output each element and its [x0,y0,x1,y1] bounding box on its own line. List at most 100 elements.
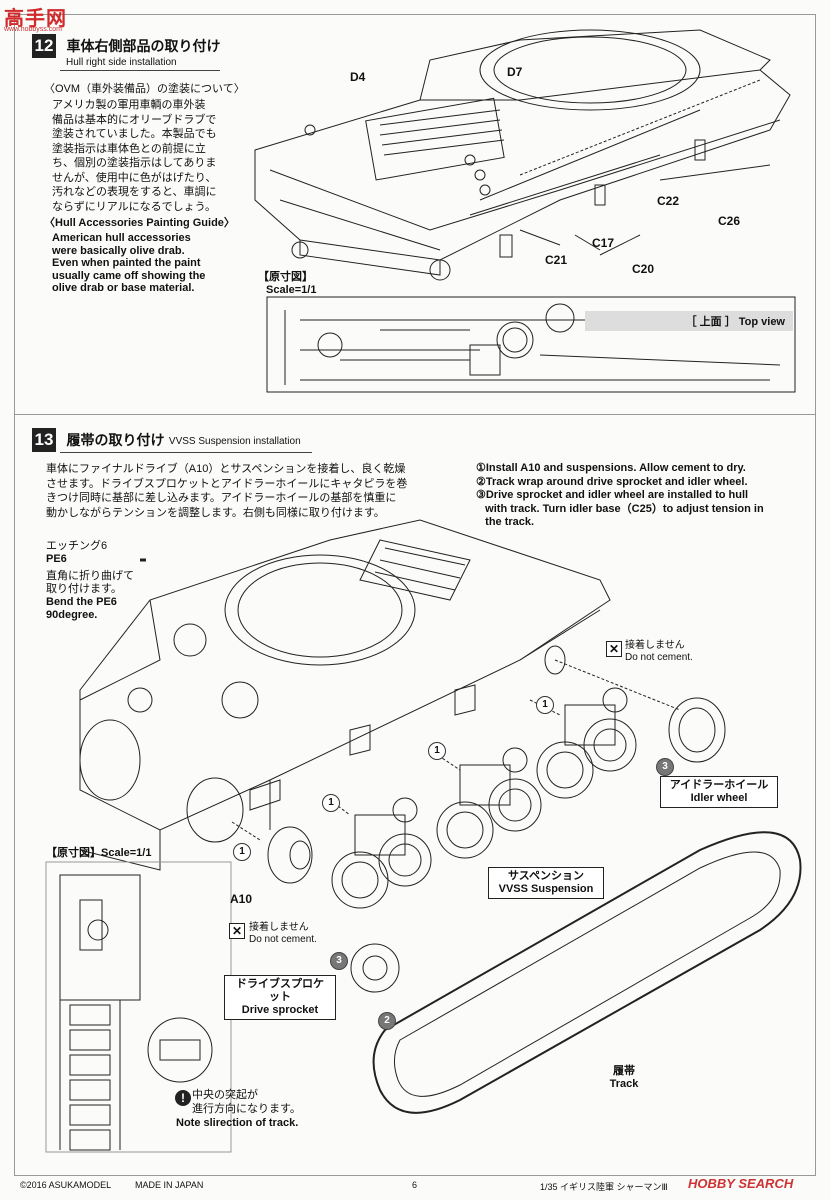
etch-line: PE6 [46,553,67,565]
guide-line: were basically olive drab. [52,244,185,257]
step-12-header: 12 車体右側部品の取り付け [32,34,220,60]
step-12-number: 12 [32,34,56,58]
jp-instruction-line: きつけ同時に基部に差し込みます。アイドラーホイールの基部を慎重に [46,492,397,504]
part-label-c17: C17 [592,236,615,250]
part-label-d4: D4 [350,70,366,84]
idler-jp: アイドラーホイール [669,779,769,791]
etch-line: 取り付けます。 [46,583,122,595]
step-12-title: 車体右側部品の取り付け [66,38,221,54]
guide-line: usually came off showing the [52,269,206,282]
footer-kit-title: 1/35 イギリス陸軍 シャーマンⅢ [540,1182,668,1192]
no-cement-note-idler: 接着しません Do not cement. [625,640,693,664]
etch-note: エッチング6 PE6 直角に折り曲げて 取り付けます。 Bend the PE6… [46,540,134,622]
step-12-subtitle: Hull right side installation [66,57,177,68]
ovm-line: 塗装指示は車体色との前提に立 [52,142,206,155]
sprocket-en: Drive sprocket [241,1004,319,1016]
scale-label-step13: 【原寸図】Scale=1/1 [46,847,152,859]
part-label-c22: C22 [657,194,680,208]
step-num-marker: 2 [378,1012,396,1030]
scale-label-jp: 【原寸図】 [258,271,313,283]
note-line: Note slirection of track. [176,1117,299,1129]
track-jp: 履帯 [613,1065,635,1077]
ovm-line: ち、個別の塗装指示はしてありま [52,157,217,169]
ovm-line: 汚れなどの表現をすると、車調に [52,186,217,198]
hull-right-side-drawing [254,29,796,393]
guide-line: American hull accessories [52,232,191,244]
scale-label-en: Scale=1/1 [266,284,317,296]
guide-line: Even when painted the paint [52,257,201,269]
en-instruction-line: ③Drive sprocket and idler wheel are inst… [476,489,749,501]
step-13-subtitle: VVSS Suspension installation [168,436,301,448]
step-13-title: 履帯の取り付け [66,432,165,448]
no-cement-mark-icon: ✕ [229,923,245,939]
ovm-line: ならずにリアルになるでしょう。 [52,200,217,213]
track-direction-note: 中央の突起が 進行方向になります。 Note slirection of tra… [176,1088,301,1130]
top-view-tag: ［ 上面 ］ Top view [585,311,793,331]
part-label-c26: C26 [718,214,741,228]
no-cement-en: Do not cement. [249,934,317,945]
ovm-line: せんが、使用中に色がはげたり、 [52,171,217,184]
en-instruction-line: ②Track wrap around drive sprocket and id… [476,475,748,488]
ovm-body: アメリカ製の軍用車輌の車外装 備品は基本的にオリーブドラブで 塗装されていました… [52,98,217,214]
step-num-marker: 3 [330,952,348,970]
suspension-jp: サスペンション [507,870,584,882]
no-cement-jp: 接着しません [625,640,685,651]
step-13-underline [60,452,312,453]
ovm-line: 備品は基本的にオリーブドラブで [52,113,217,126]
ovm-heading: 〈OVM（車外装備品）の塗装について〉 [44,83,245,95]
part-label-c21: C21 [545,253,568,267]
no-cement-en: Do not cement. [625,652,693,663]
section-divider [14,414,816,415]
guide-line: olive drab or base material. [52,282,195,294]
step-12-underline [60,70,220,71]
step-13-header: 13 履帯の取り付け VVSS Suspension installation [32,428,301,454]
sprocket-jp: ドライブスプロケット [236,978,324,1003]
jp-instruction-line: 動かしながらテンションを調整します。右側も同様に取り付けます。 [46,506,385,519]
footer-made-in: MADE IN JAPAN [135,1180,204,1190]
footer-page-number: 6 [412,1180,418,1190]
step-num-marker: 1 [322,794,340,812]
step-13-en-instructions: ①Install A10 and suspensions. Allow ceme… [476,462,764,530]
en-instruction-line: with track. Turn idler base（C25）to adjus… [476,502,764,515]
footer-copyright: ©2016 ASUKAMODEL [20,1180,112,1190]
track-en: Track [609,1078,639,1090]
step-num-marker: 3 [656,758,674,776]
note-line: 進行方向になります。 [192,1103,301,1115]
en-instruction-line: the track. [476,516,535,528]
page-frame [14,14,816,1176]
jp-instruction-line: 車体にファイナルドライブ（A10）とサスペンションを接着し、良く乾燥 [46,463,406,475]
suspension-en: VVSS Suspension [498,883,594,895]
part-label-d7: D7 [507,65,523,79]
step-num-marker: 1 [536,696,554,714]
ovm-line: 塗装されていました。本製品でも [52,128,217,140]
vvss-suspension-label: サスペンション VVSS Suspension [488,867,604,899]
track-label: 履帯 Track [598,1063,650,1093]
warning-icon: ! [175,1090,191,1106]
no-cement-mark-icon: ✕ [606,641,622,657]
idler-en: Idler wheel [690,792,748,804]
site-logo: 高手网 [4,8,67,30]
step-13-number: 13 [32,428,56,452]
step-num-marker: 1 [233,843,251,861]
jp-instruction-line: させます。ドライブスプロケットとアイドラーホイールにキャタピラを巻 [46,477,408,490]
part-label-a10: A10 [230,892,253,906]
note-line: 中央の突起が [192,1089,258,1101]
no-cement-note-a10: 接着しません Do not cement. [249,922,317,946]
ovm-line: アメリカ製の軍用車輌の車外装 [52,99,206,111]
en-instruction-line: ①Install A10 and suspensions. Allow ceme… [476,462,746,474]
watermark: HOBBY SEARCH [688,1176,794,1191]
idler-wheel-label: アイドラーホイール Idler wheel [660,776,778,808]
etch-line: 直角に折り曲げて [46,570,134,582]
site-logo-url: www.hobbyss.com [4,26,62,33]
etch-line: 90degree. [46,609,98,621]
guide-body: American hull accessories were basically… [52,232,205,295]
part-label-c20: C20 [632,262,655,276]
etch-line: エッチング6 [46,540,108,552]
no-cement-jp: 接着しません [249,922,309,933]
step-num-marker: 1 [428,742,446,760]
etch-line: Bend the PE6 [46,596,117,608]
drive-sprocket-label: ドライブスプロケット Drive sprocket [224,975,336,1020]
guide-heading: 〈Hull Accessories Painting Guide〉 [44,217,235,229]
step-13-jp-instructions: 車体にファイナルドライブ（A10）とサスペンションを接着し、良く乾燥 させます。… [46,462,407,520]
